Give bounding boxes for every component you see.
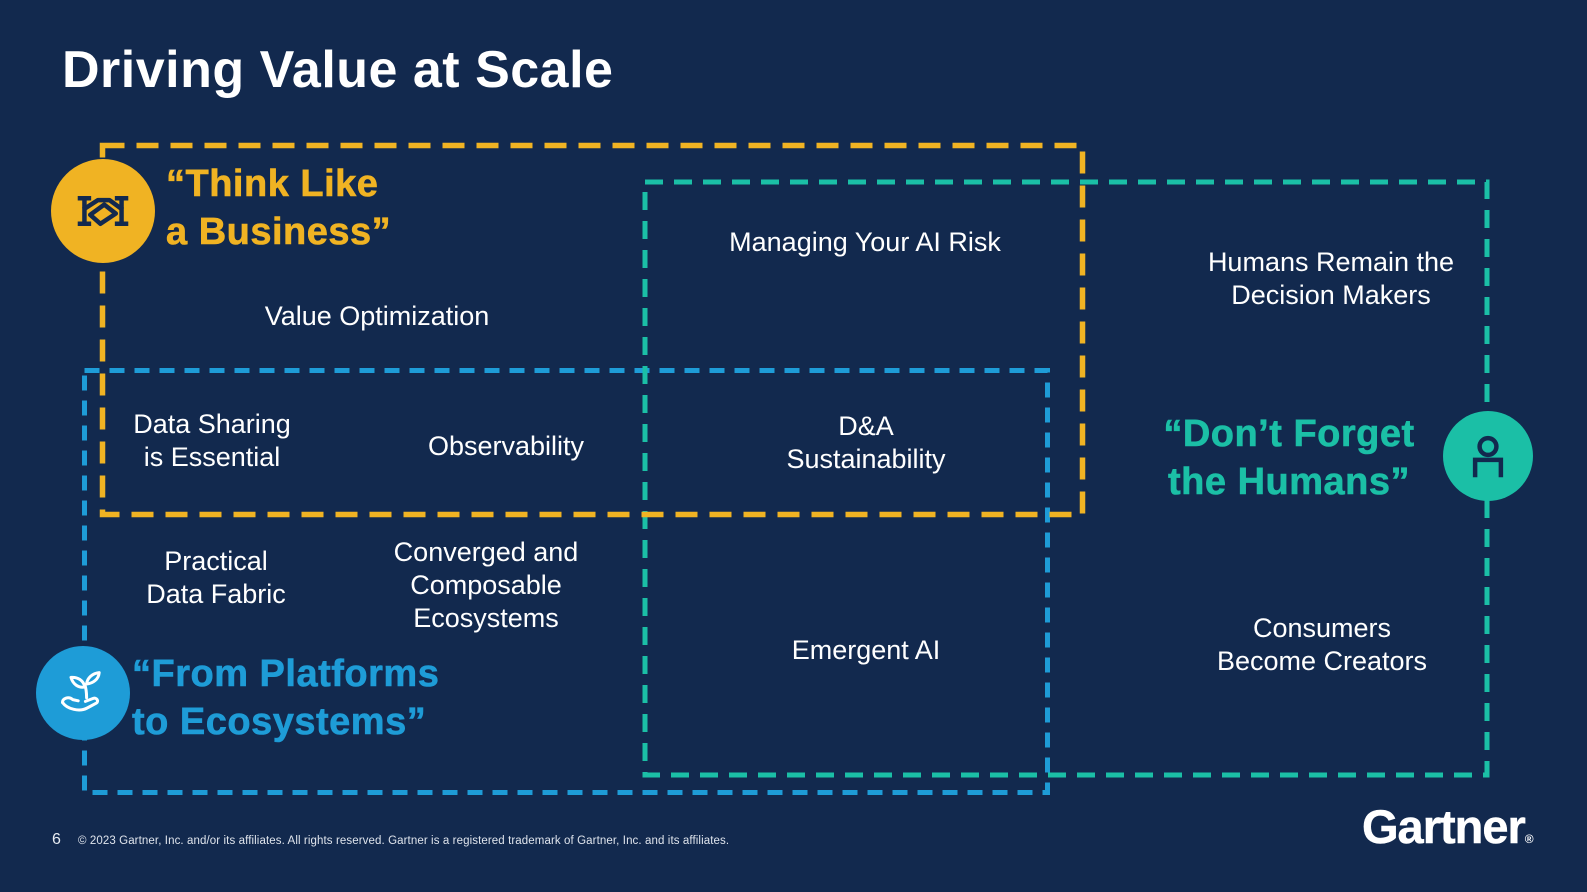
handshake-icon xyxy=(77,195,129,227)
think-like-business-badge xyxy=(51,159,155,263)
topic-line: Sustainability xyxy=(786,444,946,474)
topic-line: Data Sharing xyxy=(133,409,291,439)
topic-line: Ecosystems xyxy=(413,603,559,633)
quote-line: to Ecosystems” xyxy=(132,701,427,744)
topic-da-sustainability: D&A Sustainability xyxy=(786,410,945,476)
dont-forget-humans-badge xyxy=(1443,411,1533,501)
sprout-in-hand-icon xyxy=(61,671,101,712)
topic-data-sharing-is-essential: Data Sharing is Essential xyxy=(133,408,291,474)
quote-line: “Think Like xyxy=(166,163,379,206)
dont-forget-humans-quote: “Don’t Forget the Humans” xyxy=(1163,410,1414,506)
copyright-text: © 2023 Gartner, Inc. and/or its affiliat… xyxy=(78,835,730,847)
topic-line: Data Fabric xyxy=(146,579,286,609)
quote-line: “From Platforms xyxy=(132,653,440,696)
topic-line: Decision Makers xyxy=(1231,280,1431,310)
topic-line: D&A xyxy=(838,411,894,441)
topic-line: Consumers xyxy=(1252,613,1392,643)
topic-line: Humans Remain the xyxy=(1207,247,1455,277)
quote-line: “Don’t Forget xyxy=(1163,413,1415,456)
gartner-logo-text: Gartner xyxy=(1362,800,1526,854)
topic-line: is Essential xyxy=(143,442,281,472)
page-title: Driving Value at Scale xyxy=(62,41,614,99)
page-number: 6 xyxy=(52,831,61,848)
from-platforms-badge xyxy=(36,646,130,740)
topic-line: Composable xyxy=(410,570,562,600)
topic-line: Practical xyxy=(164,546,268,576)
topic-converged-composable-ecosystems: Converged and Composable Ecosystems xyxy=(394,536,579,635)
from-platforms-quote: “From Platforms to Ecosystems” xyxy=(132,650,439,746)
topic-humans-remain-decision-makers: Humans Remain the Decision Makers xyxy=(1208,246,1454,312)
person-icon xyxy=(1472,435,1504,478)
topic-emergent-ai: Emergent AI xyxy=(792,634,941,667)
topic-line: Emergent AI xyxy=(791,635,941,665)
topic-line: Managing Your AI Risk xyxy=(729,227,1001,257)
topic-line: Observability xyxy=(427,431,585,461)
registered-trademark-symbol: ® xyxy=(1524,832,1534,846)
topic-value-optimization: Value Optimization xyxy=(265,300,490,333)
topic-line: Converged and xyxy=(393,537,579,567)
topic-managing-your-ai-risk: Managing Your AI Risk xyxy=(729,226,1001,259)
gartner-logo: Gartner® xyxy=(1362,799,1534,854)
topic-practical-data-fabric: Practical Data Fabric xyxy=(146,545,286,611)
quote-line: a Business” xyxy=(166,211,392,254)
topic-observability: Observability xyxy=(428,430,584,463)
topic-consumers-become-creators: Consumers Become Creators xyxy=(1217,612,1427,678)
quote-line: the Humans” xyxy=(1168,461,1410,504)
topic-line: Become Creators xyxy=(1216,646,1428,676)
think-like-business-quote: “Think Like a Business” xyxy=(166,160,391,256)
topic-line: Value Optimization xyxy=(264,301,490,331)
platforms-ecosystems-border xyxy=(82,368,1050,795)
think-like-business-border xyxy=(99,142,1086,518)
